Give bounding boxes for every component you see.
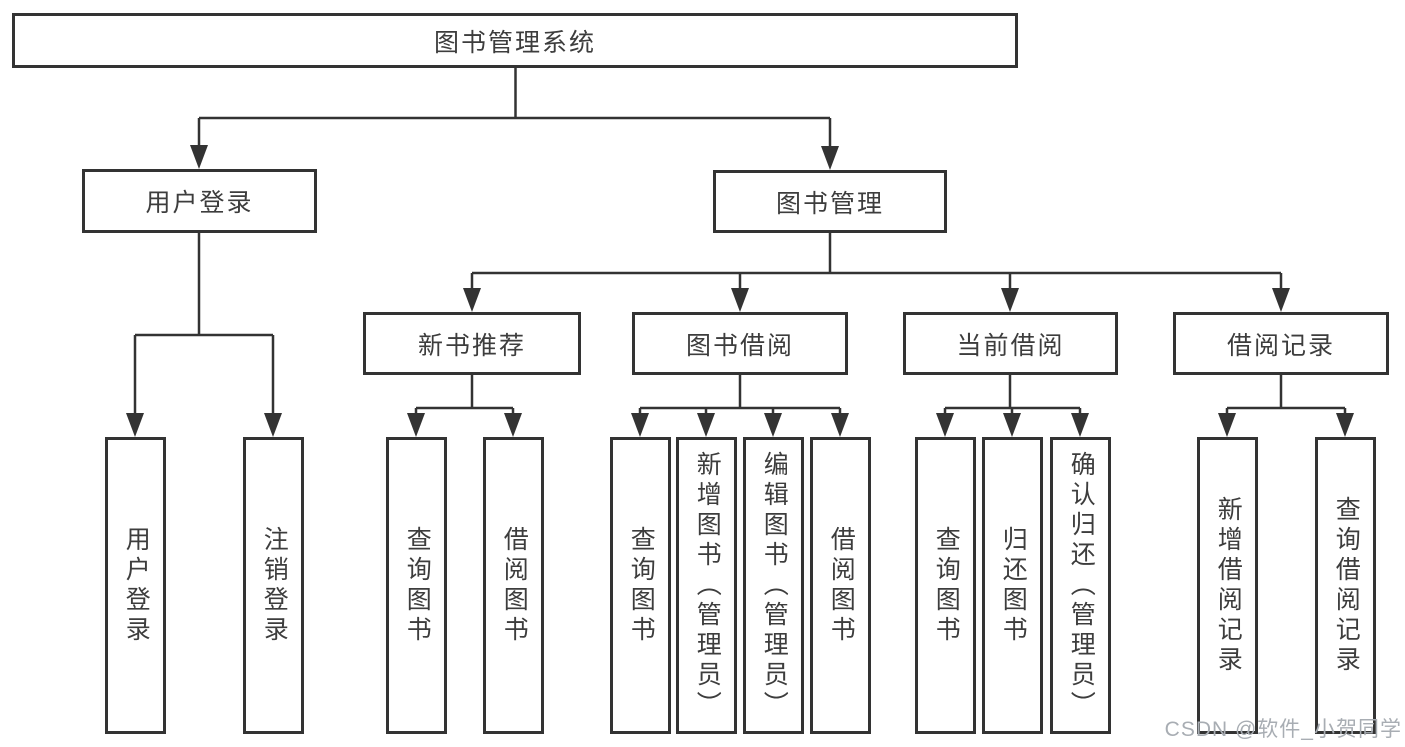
leaf-confirm-return-admin: 确认归还（管理员） [1050, 437, 1111, 734]
node-borrow-records: 借阅记录 [1173, 312, 1389, 375]
node-current-borrow-label: 当前借阅 [956, 331, 1065, 360]
leaf-query-books: 查询图书 [610, 437, 671, 734]
leaf-logout: 注销登录 [243, 437, 304, 734]
leaf-edit-books-admin: 编辑图书（管理员） [743, 437, 804, 734]
node-current-borrow: 当前借阅 [903, 312, 1118, 375]
leaf-query-borrow-record: 查询借阅记录 [1315, 437, 1376, 734]
leaf-user-login: 用户登录 [105, 437, 166, 734]
leaf-query-books: 查询图书 [915, 437, 976, 734]
csdn-watermark: CSDN @软件_小贺同学 [1164, 718, 1402, 741]
leaf-borrow-books: 借阅图书 [810, 437, 871, 734]
leaf-add-borrow-record: 新增借阅记录 [1197, 437, 1258, 734]
node-book-management: 图书管理 [713, 170, 947, 233]
node-user-login: 用户登录 [82, 169, 317, 233]
node-book-borrow: 图书借阅 [632, 312, 848, 375]
node-new-book-recommend-label: 新书推荐 [417, 331, 526, 360]
node-new-book-recommend: 新书推荐 [363, 312, 581, 375]
node-borrow-records-label: 借阅记录 [1226, 331, 1335, 360]
node-root-label: 图书管理系统 [433, 28, 596, 57]
leaf-query-books: 查询图书 [386, 437, 447, 734]
node-root: 图书管理系统 [12, 13, 1018, 68]
leaf-borrow-books: 借阅图书 [483, 437, 544, 734]
leaf-return-books: 归还图书 [982, 437, 1043, 734]
leaf-add-books-admin: 新增图书（管理员） [676, 437, 737, 734]
node-user-login-label: 用户登录 [145, 189, 254, 217]
node-book-borrow-label: 图书借阅 [685, 331, 794, 360]
arrowheads [126, 145, 1354, 437]
node-book-management-label: 图书管理 [775, 189, 884, 218]
